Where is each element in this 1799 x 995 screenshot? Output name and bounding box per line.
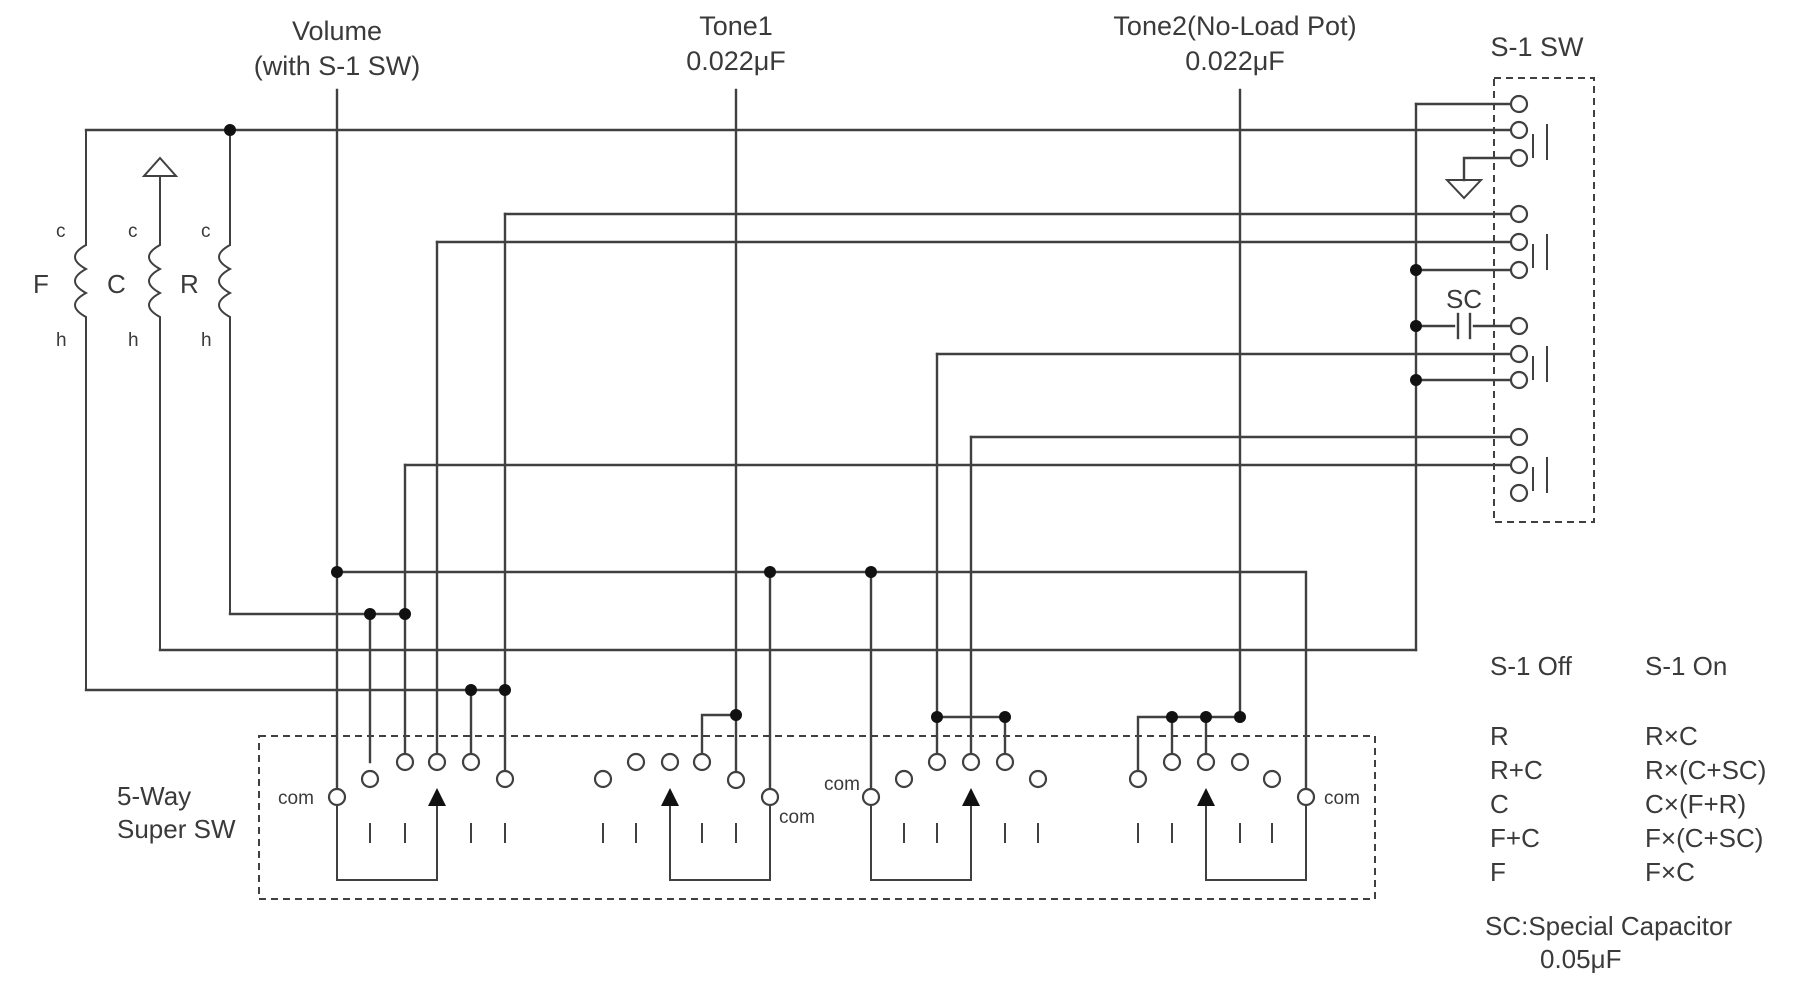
five-way-switch-box bbox=[258, 735, 1376, 900]
s1-switch-title: S-1 SW bbox=[1490, 32, 1584, 62]
table-row-off: C bbox=[1490, 789, 1509, 819]
five-way-deck-1: com bbox=[278, 752, 515, 881]
tone1-label-title: Tone1 bbox=[699, 11, 773, 41]
s1-switch bbox=[1493, 77, 1595, 523]
s1-switch-box bbox=[1493, 77, 1595, 523]
table-row-on: R×(C+SC) bbox=[1645, 755, 1766, 785]
pickup-c-ground-icon bbox=[141, 156, 179, 190]
pickup-r: R c h bbox=[180, 130, 233, 614]
deck3-com-label: com bbox=[824, 774, 860, 795]
pickup-f: F c h bbox=[33, 130, 89, 690]
pickup-r-cold-label: c bbox=[201, 221, 211, 242]
pickup-c-coil-icon bbox=[148, 190, 163, 650]
tone1-label-value: 0.022μF bbox=[686, 46, 786, 76]
switch-ground-icon bbox=[1444, 179, 1484, 200]
five-way-label-line1: 5-Way bbox=[117, 781, 191, 811]
table-row-off: F+C bbox=[1490, 823, 1540, 853]
tone2-label: Tone2(No-Load Pot) 0.022μF bbox=[1113, 11, 1356, 76]
pickup-c-cold-label: c bbox=[128, 221, 138, 242]
table-row-off: R+C bbox=[1490, 755, 1543, 785]
capacitor-label: SC bbox=[1446, 284, 1482, 314]
s1-switch-terminals bbox=[1509, 94, 1529, 503]
pickup-c-label: C bbox=[107, 269, 126, 299]
pickup-r-coil-icon bbox=[218, 130, 233, 614]
table-row-off: F bbox=[1490, 857, 1506, 887]
table-row-on: C×(F+R) bbox=[1645, 789, 1746, 819]
s1-switch-contacts bbox=[1532, 124, 1548, 493]
tone1-label: Tone1 0.022μF bbox=[686, 11, 786, 76]
wiring bbox=[84, 88, 1512, 799]
capacitor-note-value: 0.05μF bbox=[1540, 944, 1621, 974]
tone2-label-title: Tone2(No-Load Pot) bbox=[1113, 11, 1356, 41]
volume-label-title: Volume bbox=[292, 16, 382, 46]
capacitor-note: SC:Special Capacitor 0.05μF bbox=[1485, 911, 1732, 974]
table-row-on: R×C bbox=[1645, 721, 1698, 751]
table-row-on: F×(C+SC) bbox=[1645, 823, 1763, 853]
deck1-com-label: com bbox=[278, 788, 314, 809]
tone2-label-value: 0.022μF bbox=[1185, 46, 1285, 76]
junction-dots bbox=[224, 124, 1422, 723]
table-header-off: S-1 Off bbox=[1490, 651, 1573, 681]
volume-label-sub: (with S-1 SW) bbox=[254, 51, 421, 81]
special-capacitor-icon: SC bbox=[1446, 284, 1482, 340]
five-way-deck-4: com bbox=[1128, 752, 1360, 881]
deck4-com-label: com bbox=[1324, 788, 1360, 809]
five-way-label-line2: Super SW bbox=[117, 814, 236, 844]
five-way-switch: 5-Way Super SW com com bbox=[117, 735, 1376, 900]
deck1-wiper-arrow-icon bbox=[428, 788, 446, 806]
pickup-r-hot-label: h bbox=[201, 330, 212, 351]
table-row-on: F×C bbox=[1645, 857, 1695, 887]
deck2-com-label: com bbox=[779, 807, 815, 828]
table-header-on: S-1 On bbox=[1645, 651, 1727, 681]
volume-label: Volume (with S-1 SW) bbox=[254, 16, 421, 81]
pickup-r-label: R bbox=[180, 269, 199, 299]
pickup-f-cold-label: c bbox=[56, 221, 66, 242]
pickup-f-hot-label: h bbox=[56, 330, 67, 351]
table-row-off: R bbox=[1490, 721, 1509, 751]
five-way-deck-3: com bbox=[824, 752, 1048, 881]
pickup-c: C c h bbox=[107, 156, 179, 650]
capacitor-note-title: SC:Special Capacitor bbox=[1485, 911, 1732, 941]
deck3-wiper-arrow-icon bbox=[962, 788, 980, 806]
deck4-wiper-arrow-icon bbox=[1197, 788, 1215, 806]
pickup-f-coil-icon bbox=[74, 130, 89, 690]
deck2-wiper-arrow-icon bbox=[661, 788, 679, 806]
pickup-f-label: F bbox=[33, 269, 49, 299]
pickup-c-hot-label: h bbox=[128, 330, 139, 351]
mode-table: S-1 Off S-1 On R R×C R+C R×(C+SC) C C×(F… bbox=[1490, 651, 1766, 887]
five-way-deck-2: com bbox=[593, 752, 815, 881]
